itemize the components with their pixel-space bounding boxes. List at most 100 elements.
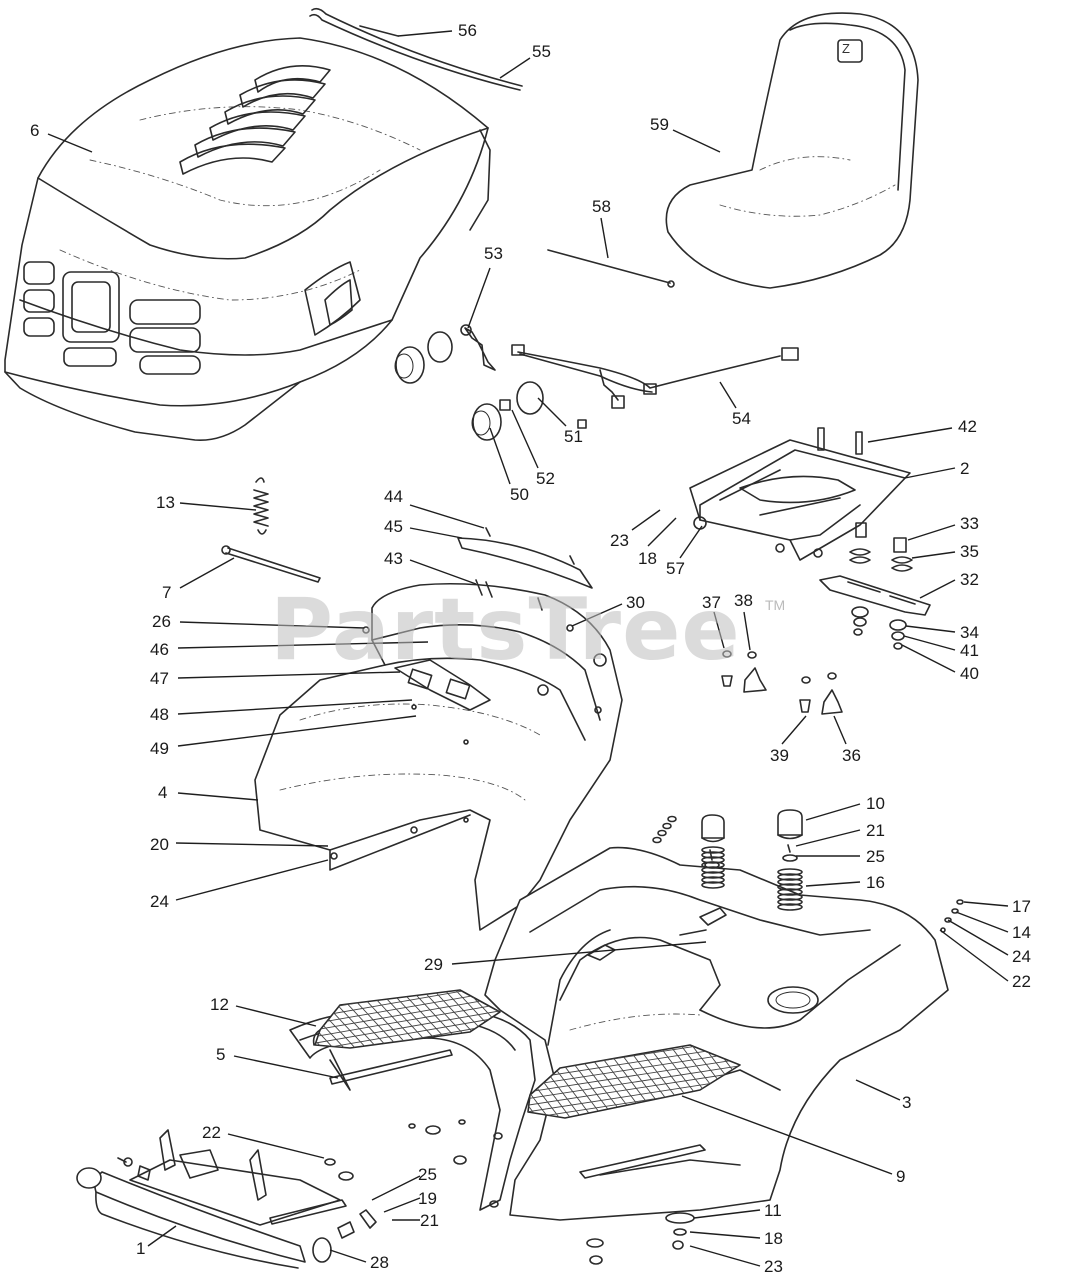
callout-47: 47 — [150, 669, 169, 688]
callout-33: 33 — [960, 514, 979, 533]
callout-25b: 25 — [418, 1165, 437, 1184]
callout-12: 12 — [210, 995, 229, 1014]
leader-11 — [693, 1209, 761, 1219]
leader-23b — [689, 1245, 761, 1267]
callout-55: 55 — [532, 42, 551, 61]
leader-49 — [177, 715, 417, 747]
callout-52: 52 — [536, 469, 555, 488]
callout-43: 43 — [384, 549, 403, 568]
callout-5: 5 — [216, 1045, 226, 1064]
leader-29 — [451, 941, 707, 965]
callout-13: 13 — [156, 493, 175, 512]
callout-21b: 21 — [420, 1211, 439, 1230]
callout-2: 2 — [960, 459, 970, 478]
callout-59: 59 — [650, 115, 669, 134]
leader-14 — [955, 911, 1009, 933]
callout-36: 36 — [842, 746, 861, 765]
callout-20: 20 — [150, 835, 169, 854]
callout-38: 38 — [734, 591, 753, 610]
callout-32: 32 — [960, 570, 979, 589]
dash-panel — [254, 527, 623, 931]
leader-4 — [177, 792, 259, 801]
callout-4: 4 — [158, 783, 168, 802]
watermark-trademark: TM — [765, 597, 786, 613]
leader-42 — [867, 427, 953, 443]
leader-9 — [681, 1095, 893, 1175]
callout-56: 56 — [458, 21, 477, 40]
leader-22a — [939, 929, 1009, 982]
callout-48: 48 — [150, 705, 169, 724]
callout-6: 6 — [30, 121, 40, 140]
leader-5 — [233, 1055, 339, 1079]
leader-6 — [47, 133, 93, 153]
callout-3: 3 — [902, 1093, 912, 1112]
leader-41 — [903, 635, 956, 651]
leader-25b — [371, 1175, 421, 1201]
hood-trim-strip — [309, 7, 523, 91]
leader-24a — [175, 859, 329, 901]
leader-7 — [179, 557, 235, 589]
leader-46 — [177, 641, 429, 649]
callout-39: 39 — [770, 746, 789, 765]
leader-59 — [672, 129, 721, 153]
leader-16 — [805, 881, 861, 887]
leader-10 — [805, 803, 861, 821]
leader-50 — [489, 427, 511, 485]
callout-22b: 22 — [202, 1123, 221, 1142]
leader-34 — [905, 625, 956, 633]
leader-12 — [235, 1005, 317, 1027]
callout-42: 42 — [958, 417, 977, 436]
callout-22a: 22 — [1012, 972, 1031, 991]
callout-44: 44 — [384, 487, 403, 506]
hood — [4, 37, 491, 442]
callout-35: 35 — [960, 542, 979, 561]
leader-18a — [647, 517, 677, 547]
leader-53 — [467, 267, 491, 329]
callout-18b: 18 — [764, 1229, 783, 1248]
leader-51 — [537, 397, 567, 427]
seat — [665, 12, 919, 289]
callout-18a: 18 — [638, 549, 657, 568]
leader-57 — [679, 525, 703, 559]
leader-17 — [963, 901, 1009, 907]
leader-21a — [795, 829, 861, 847]
leader-23a — [631, 509, 661, 531]
callout-23b: 23 — [764, 1257, 783, 1276]
leader-38 — [743, 611, 751, 651]
front-bumper — [76, 1129, 377, 1269]
leader-18b — [689, 1231, 761, 1239]
callout-37: 37 — [702, 593, 721, 612]
leader-55 — [499, 57, 531, 79]
callout-57: 57 — [666, 559, 685, 578]
callout-25a: 25 — [866, 847, 885, 866]
leader-26 — [179, 621, 365, 629]
callout-40: 40 — [960, 664, 979, 683]
callout-53: 53 — [484, 244, 503, 263]
leader-32 — [919, 579, 956, 599]
callout-24a: 24 — [150, 892, 169, 911]
callout-19: 19 — [418, 1189, 437, 1208]
leader-20 — [175, 842, 329, 847]
leader-39 — [781, 715, 807, 745]
leader-45 — [409, 527, 463, 539]
leader-56 — [397, 30, 453, 37]
callout-29: 29 — [424, 955, 443, 974]
callout-50: 50 — [510, 485, 529, 504]
callout-14: 14 — [1012, 923, 1031, 942]
seat-mounting-plate — [689, 427, 931, 715]
callout-7: 7 — [162, 583, 172, 602]
callout-28: 28 — [370, 1253, 389, 1272]
callout-24b: 24 — [1012, 947, 1031, 966]
callout-26: 26 — [152, 612, 171, 631]
leader-48 — [177, 699, 413, 715]
leader-3 — [855, 1079, 901, 1101]
leader-54 — [719, 381, 737, 409]
hardware — [324, 815, 964, 1265]
callout-58: 58 — [592, 197, 611, 216]
leader-43 — [409, 559, 477, 585]
leader-28 — [329, 1249, 367, 1263]
callout-9: 9 — [896, 1167, 906, 1186]
callout-34: 34 — [960, 623, 979, 642]
